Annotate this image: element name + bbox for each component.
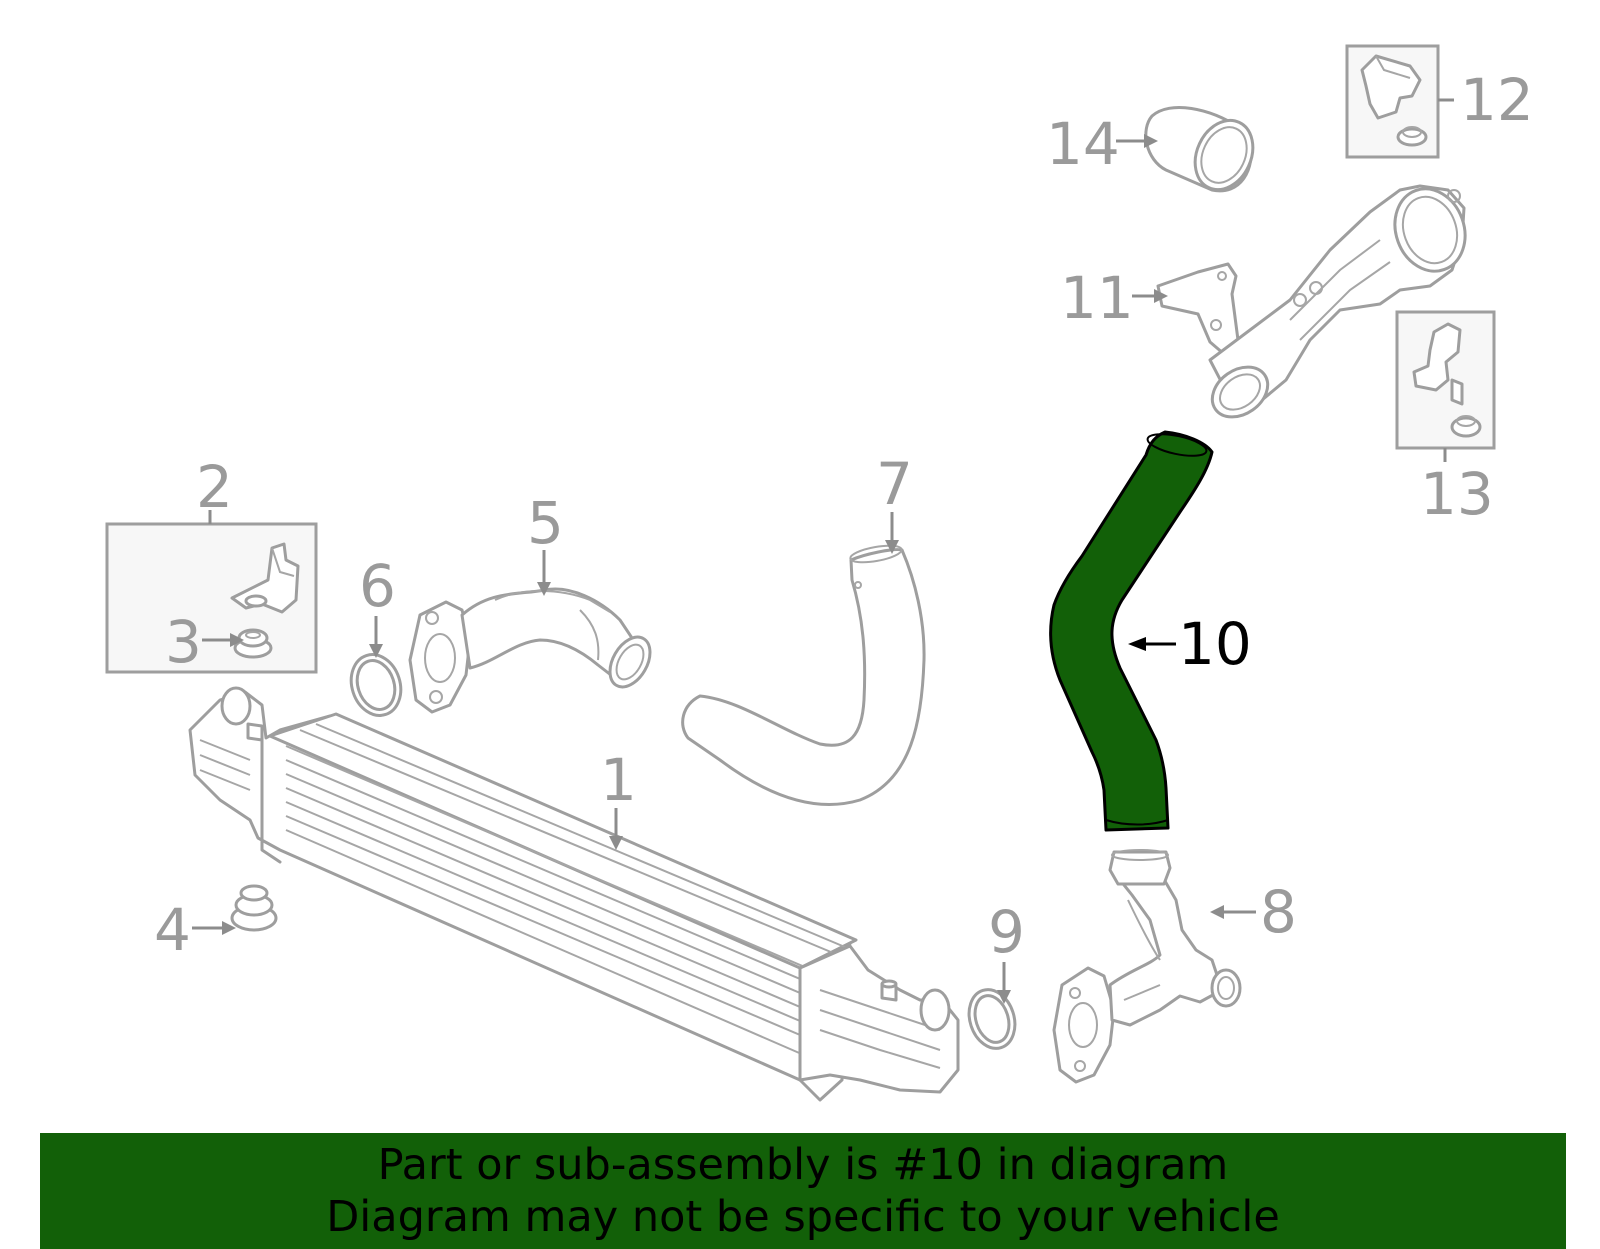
callout-11: 11 xyxy=(1060,264,1134,332)
callout-8: 8 xyxy=(1260,878,1297,946)
callout-labels: 1 2 3 4 5 6 7 8 9 10 11 12 13 14 xyxy=(154,66,1534,966)
callout-12: 12 xyxy=(1460,66,1534,134)
part-4-grommet[interactable] xyxy=(230,884,278,932)
callout-6: 6 xyxy=(359,552,396,620)
part-9-o-ring[interactable] xyxy=(962,984,1022,1055)
callout-1: 1 xyxy=(600,746,637,814)
callout-5: 5 xyxy=(527,489,564,557)
part-1-intercooler[interactable] xyxy=(188,686,960,1102)
intake-duct xyxy=(1208,184,1467,419)
callout-3: 3 xyxy=(165,608,202,676)
part-14-sleeve[interactable] xyxy=(1144,105,1264,199)
callout-4: 4 xyxy=(154,896,191,964)
part-13-box[interactable] xyxy=(1395,310,1496,450)
callout-2: 2 xyxy=(196,453,233,521)
callout-13: 13 xyxy=(1420,460,1494,528)
callout-7: 7 xyxy=(876,450,913,518)
part-10-hose-highlighted[interactable] xyxy=(1049,430,1214,832)
callout-14: 14 xyxy=(1046,110,1120,178)
leader-lines xyxy=(192,134,1256,1004)
callout-9: 9 xyxy=(988,898,1025,966)
part-7-hose[interactable] xyxy=(681,543,926,806)
part-12-box[interactable] xyxy=(1345,44,1440,159)
banner-line-1: Part or sub-assembly is #10 in diagram xyxy=(377,1140,1229,1190)
part-8-pipe[interactable] xyxy=(1052,849,1242,1084)
part-5-pipe[interactable] xyxy=(408,587,658,714)
part-6-o-ring[interactable] xyxy=(344,648,409,722)
part-11-bracket[interactable] xyxy=(1156,262,1240,356)
banner-line-2: Diagram may not be specific to your vehi… xyxy=(326,1192,1280,1242)
info-banner: Part or sub-assembly is #10 in diagram D… xyxy=(40,1133,1566,1249)
callout-10[interactable]: 10 xyxy=(1178,610,1252,678)
part-2-box[interactable] xyxy=(105,522,318,674)
